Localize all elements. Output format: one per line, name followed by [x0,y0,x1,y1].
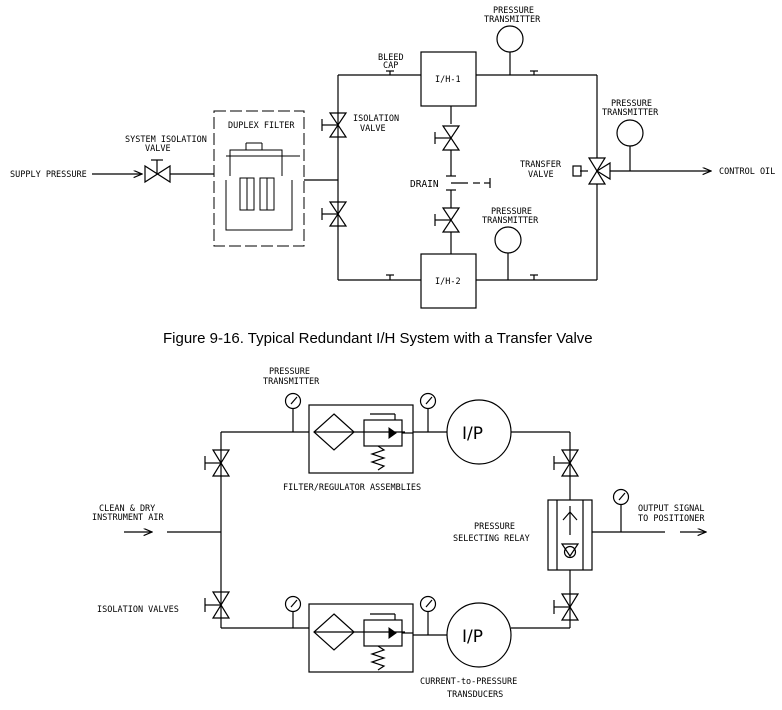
transfer-valve-icon [572,157,611,185]
transducers-label-2: TRANSDUCERS [447,690,503,700]
tee-bottom-right-icon [530,274,538,280]
system-isolation-label-1: SYSTEM ISOLATION [125,135,207,145]
transducers-label-1: CURRENT-to-PRESSURE [420,677,517,687]
bleed-cap-icon [386,70,394,75]
control-oil-label: CONTROL OIL [719,167,775,177]
bleed-cap-label-1: BLEED [378,53,404,63]
system-isolation-label-2: VALVE [145,144,171,154]
gauge-lower-right-icon [419,595,437,613]
pressure-transmitter-top-icon [496,25,524,53]
pressure-transmitter-top-label-1: PRESSURE [493,6,534,16]
isolation-valve-right-lower-icon [553,593,580,621]
tee-bottom-left-icon [386,274,394,280]
duplex-filter-label: DUPLEX FILTER [228,121,295,131]
relay-label-2: SELECTING RELAY [453,534,530,544]
ip-lower-label: I/P [462,627,483,647]
pressure-transmitter-label-1: PRESSURE [269,367,310,377]
ih1-label: I/H-1 [435,75,461,85]
gauge-upper-left-icon [284,392,302,410]
filter-regulator-label: FILTER/REGULATOR ASSEMBLIES [283,483,421,493]
pressure-transmitter-mid-label-2: TRANSMITTER [482,216,539,226]
drain-outlet-icon [446,175,491,191]
isolation-valves-label: ISOLATION VALVES [97,605,179,615]
isolation-valve-left-upper-icon [204,449,231,477]
pressure-transmitter-right-label-2: TRANSMITTER [602,108,659,118]
ih2-box [420,253,477,309]
bleed-cap-label-2: CAP [383,61,398,71]
ih2-label: I/H-2 [435,277,461,287]
pressure-selecting-relay [547,499,593,571]
isolation-valve-left-lower-icon [204,591,231,619]
isolation-valve-lower-icon [321,201,348,227]
pressure-transmitter-mid-icon [494,226,522,254]
isolation-valve-label-1: ISOLATION [353,114,399,124]
tee-top-right-icon [530,70,538,75]
top-diagram: SUPPLY PRESSURE SYSTEM ISOLATION VALVE D… [10,6,775,309]
isolation-valve-right-upper-icon [553,449,580,477]
duplex-filter: DUPLEX FILTER [213,110,305,247]
drain-valve-lower-icon [434,207,461,233]
figure-caption: Figure 9-16. Typical Redundant I/H Syste… [163,330,593,347]
pressure-transmitter-right-label-1: PRESSURE [611,99,652,109]
clean-dry-label-2: INSTRUMENT AIR [92,513,165,523]
ih1-box [420,51,477,107]
pressure-transmitter-mid-label-1: PRESSURE [491,207,532,217]
system-isolation-valve-icon [144,159,171,184]
gauge-upper-right-icon [419,392,437,410]
isolation-valve-upper-icon [321,112,348,138]
output-signal-label-1: OUTPUT SIGNAL [638,504,705,514]
filter-regulator-lower [308,603,414,673]
gauge-lower-left-icon [284,595,302,613]
pressure-transmitter-right-icon [616,119,644,147]
drain-label: DRAIN [410,179,439,190]
bottom-diagram: CLEAN & DRY INSTRUMENT AIR ISOLATION VAL… [92,367,706,700]
transfer-valve-label-1: TRANSFER [520,160,562,170]
transfer-valve-label-2: VALVE [528,170,554,180]
supply-pressure-label: SUPPLY PRESSURE [10,170,87,180]
ip-transducer-lower [446,602,512,668]
relay-label-1: PRESSURE [474,522,515,532]
gauge-output-icon [612,488,630,506]
ip-upper-label: I/P [462,424,483,444]
isolation-valve-label-2: VALVE [360,124,386,134]
drain-valve-upper-icon [434,125,461,151]
output-signal-label-2: TO POSITIONER [638,514,705,524]
pressure-transmitter-top-label-2: TRANSMITTER [484,15,541,25]
pressure-transmitter-label-2: TRANSMITTER [263,377,320,387]
filter-regulator-upper [308,404,414,474]
clean-dry-label-1: CLEAN & DRY [99,504,155,514]
